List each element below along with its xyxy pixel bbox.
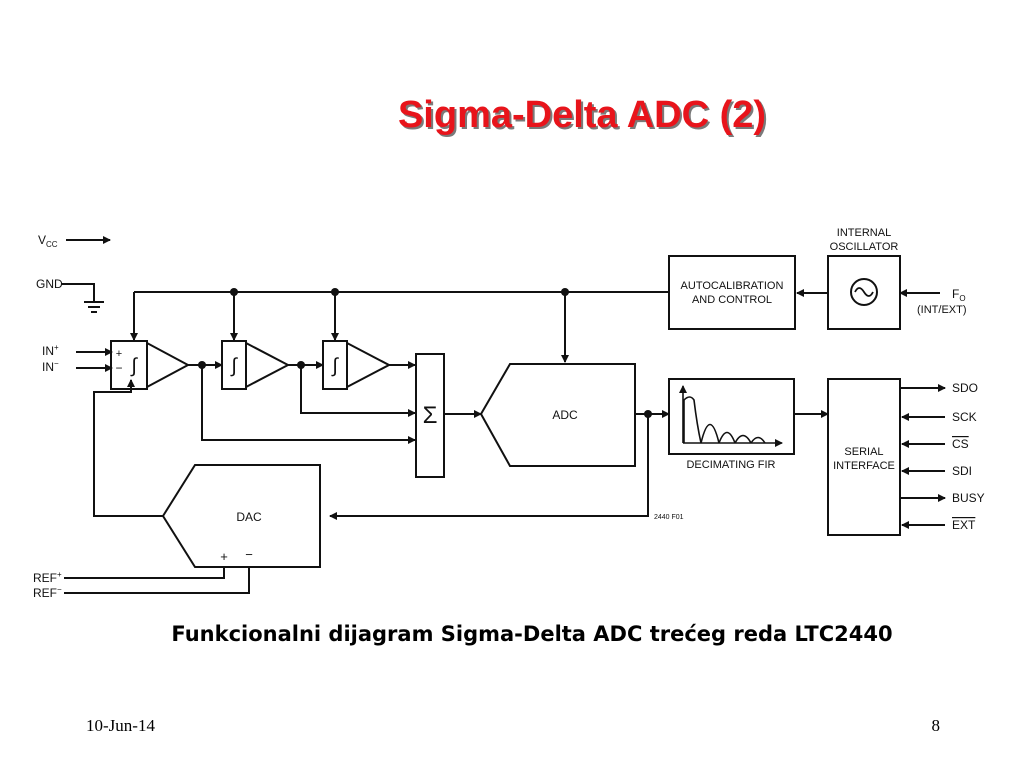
integrator-1-minus: − xyxy=(115,361,122,375)
autocalibration-block xyxy=(668,255,796,330)
serial-interface-label-1: SERIAL xyxy=(844,446,883,458)
slide-date: 10-Jun-14 xyxy=(86,716,155,735)
internal-oscillator-label-1: INTERNAL xyxy=(837,227,891,239)
ground-symbol xyxy=(62,283,104,313)
decimating-fir-block xyxy=(668,378,795,455)
amplifier-1 xyxy=(146,341,191,389)
autocal-label-1: AUTOCALIBRATION xyxy=(681,280,784,292)
adc-label: ADC xyxy=(552,408,578,422)
ext-label: EXT xyxy=(952,518,976,532)
dac-label: DAC xyxy=(236,510,262,524)
fo-mode-label: (INT/EXT) xyxy=(917,304,967,316)
integrator-3-symbol: ∫ xyxy=(331,355,339,377)
integrator-1-symbol: ∫ xyxy=(130,355,138,377)
internal-oscillator-label-2: OSCILLATOR xyxy=(830,241,899,253)
fir-response-graph xyxy=(679,385,783,447)
figure-code: 2440 F01 xyxy=(654,514,684,521)
sdi-label: SDI xyxy=(952,464,972,478)
serial-interface-label-2: INTERFACE xyxy=(833,460,895,472)
diagram-caption: Funkcionalni dijagram Sigma-Delta ADC tr… xyxy=(171,622,893,646)
decimating-fir-label: DECIMATING FIR xyxy=(686,459,775,471)
fo-label: FO xyxy=(952,287,966,303)
sck-label: SCK xyxy=(952,410,977,424)
summer-symbol: Σ xyxy=(423,402,438,429)
gnd-label: GND xyxy=(36,277,63,291)
integrator-1-plus: + xyxy=(116,348,122,360)
ref-minus-label: REF− xyxy=(33,585,62,600)
slide-page-number: 8 xyxy=(931,716,941,735)
dac-minus-label: − xyxy=(245,547,253,562)
sdo-label: SDO xyxy=(952,381,978,395)
ref-plus-label: REF+ xyxy=(33,570,62,585)
cs-label: CS xyxy=(952,437,969,451)
junction-dots xyxy=(198,288,652,418)
oscillator-sine-icon xyxy=(850,278,878,306)
serial-interface-block xyxy=(827,378,901,536)
amplifier-2 xyxy=(245,341,291,389)
busy-label: BUSY xyxy=(952,491,985,505)
internal-oscillator-block xyxy=(827,255,901,330)
integrator-2-symbol: ∫ xyxy=(230,355,238,377)
autocal-label-2: AND CONTROL xyxy=(692,294,772,306)
dac-plus-label: + xyxy=(220,549,228,564)
in-minus-label: IN− xyxy=(42,359,59,374)
vcc-label: VCC xyxy=(38,233,58,249)
in-plus-label: IN+ xyxy=(42,343,59,358)
summing-block xyxy=(415,353,445,478)
slide-title: Sigma-Delta ADC (2) xyxy=(397,94,767,136)
amplifier-3 xyxy=(346,341,392,389)
dac-block xyxy=(161,464,321,568)
